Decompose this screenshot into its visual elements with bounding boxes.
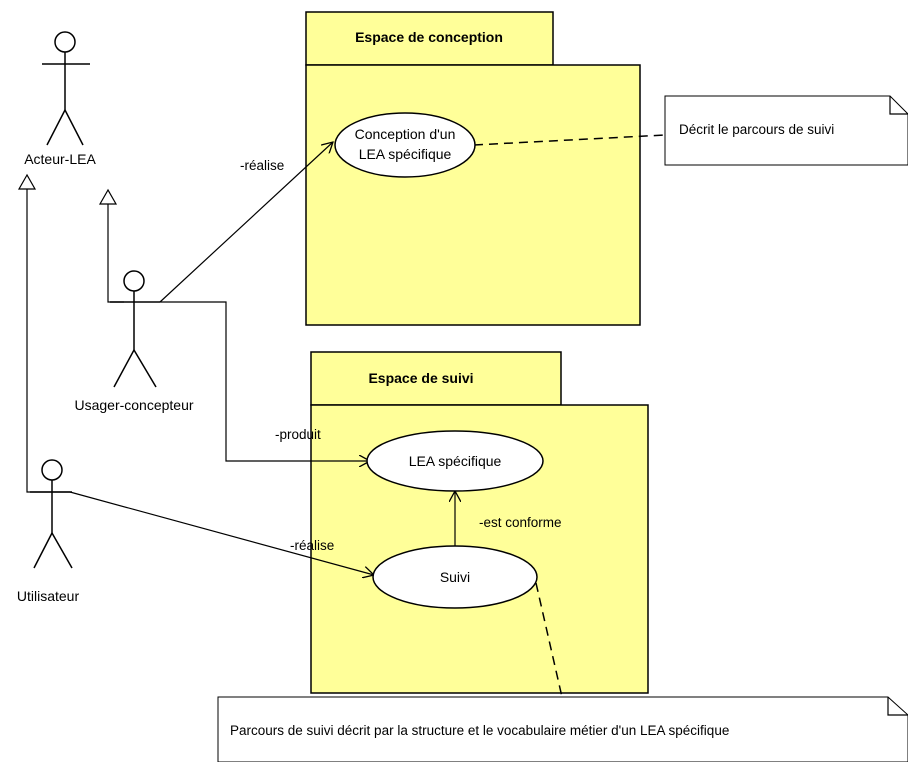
use-case-suivi[interactable]: Suivi (372, 545, 538, 609)
package-title: Espace de conception (355, 29, 503, 45)
use-case-shape (334, 112, 476, 178)
actor-usager-concepteur[interactable]: Usager-concepteur (74, 270, 194, 413)
generalization-triangle (98, 188, 118, 205)
package-body (305, 64, 641, 326)
use-case-shape (372, 545, 538, 609)
use-case-lea-specifique[interactable]: LEA spécifique (366, 430, 544, 492)
actor-acteur-lea[interactable]: Acteur-LEA (24, 31, 96, 167)
note-link-parcours (473, 134, 666, 146)
use-case-conception-lea[interactable]: Conception d'un LEA spécifique (334, 112, 476, 178)
actor-utilisateur[interactable]: Utilisateur (17, 459, 80, 604)
use-case-label: Suivi (440, 569, 470, 585)
use-case-label-line2: LEA spécifique (359, 146, 452, 162)
note-text: Décrit le parcours de suivi (679, 122, 834, 137)
note-text: Parcours de suivi décrit par la structur… (230, 723, 729, 738)
association-produit (160, 301, 370, 461)
association-realise-conception (159, 142, 333, 303)
stick-figure-icon (42, 31, 90, 146)
generalization-utilisateur (26, 187, 70, 493)
use-case-label: LEA spécifique (409, 453, 502, 469)
association-realise-suivi (69, 491, 374, 575)
package-tab (310, 351, 562, 406)
note-structure[interactable]: Parcours de suivi décrit par la structur… (217, 696, 908, 762)
package-espace-de-conception[interactable]: Espace de conception (305, 11, 641, 326)
association-label-realise: -réalise (290, 538, 334, 553)
package-title: Espace de suivi (368, 370, 473, 386)
note-fold (887, 697, 908, 716)
actor-label: Utilisateur (17, 588, 80, 604)
note-fold (889, 96, 908, 115)
note-link-structure (535, 582, 563, 698)
note-shape (217, 696, 908, 762)
actor-label: Acteur-LEA (24, 151, 96, 167)
generalization-triangle (17, 173, 37, 190)
association-label-realise: -réalise (240, 158, 284, 173)
stick-figure-icon (30, 459, 73, 569)
actor-label: Usager-concepteur (74, 397, 193, 413)
note-shape (664, 95, 908, 166)
package-tab (305, 11, 554, 66)
association-label-produit: -produit (275, 427, 321, 442)
association-label-est-conforme: -est conforme (479, 515, 562, 530)
note-parcours[interactable]: Décrit le parcours de suivi (664, 95, 908, 166)
use-case-label-line1: Conception d'un (355, 126, 456, 142)
generalization-usager (107, 202, 124, 303)
use-case-shape (366, 430, 544, 492)
stick-figure-icon (110, 270, 160, 388)
